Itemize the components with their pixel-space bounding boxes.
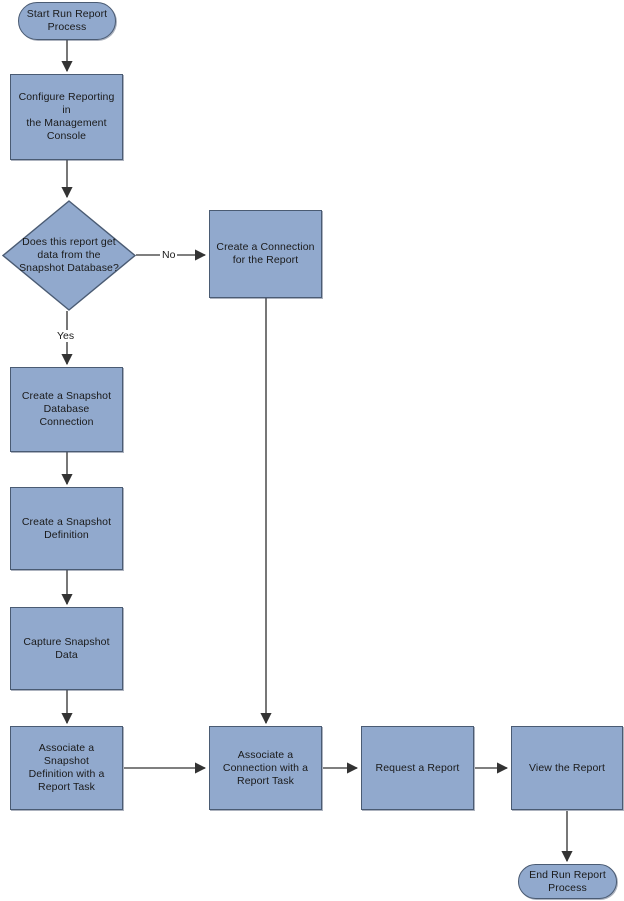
- edge-label-no: No: [160, 249, 178, 261]
- node-associate-connection-with-report-task[interactable]: Associate a Connection with a Report Tas…: [209, 726, 322, 810]
- node-label: Capture Snapshot Data: [23, 635, 110, 661]
- diamond-shape: [2, 200, 136, 311]
- node-create-connection-for-report[interactable]: Create a Connection for the Report: [209, 210, 322, 298]
- node-start-run-report-process[interactable]: Start Run Report Process: [18, 2, 116, 40]
- node-label: Associate a Snapshot Definition with a R…: [28, 742, 105, 793]
- node-request-a-report[interactable]: Request a Report: [361, 726, 474, 810]
- node-label: Configure Reporting in the Management Co…: [18, 91, 115, 142]
- node-label: View the Report: [528, 761, 605, 774]
- node-create-snapshot-definition[interactable]: Create a Snapshot Definition: [10, 487, 123, 570]
- node-label: Start Run Report Process: [26, 8, 108, 33]
- node-create-snapshot-database-connection[interactable]: Create a Snapshot Database Connection: [10, 367, 123, 452]
- node-label: Create a Connection for the Report: [216, 241, 315, 266]
- node-configure-reporting[interactable]: Configure Reporting in the Management Co…: [10, 74, 123, 160]
- edge-label-yes: Yes: [55, 330, 77, 342]
- node-label: Create a Snapshot Definition: [21, 515, 112, 541]
- node-capture-snapshot-data[interactable]: Capture Snapshot Data: [10, 607, 123, 690]
- node-label: End Run Report Process: [529, 868, 606, 894]
- node-label: Associate a Connection with a Report Tas…: [222, 748, 309, 787]
- node-associate-snapshot-definition-with-report-task[interactable]: Associate a Snapshot Definition with a R…: [10, 726, 123, 810]
- node-label: Create a Snapshot Database Connection: [21, 390, 112, 428]
- node-decision-snapshot-database[interactable]: Does this report get data from the Snaps…: [2, 200, 136, 311]
- node-label: Request a Report: [375, 761, 460, 774]
- node-end-run-report-process[interactable]: End Run Report Process: [518, 864, 617, 899]
- node-label: Does this report get data from the Snaps…: [19, 236, 119, 274]
- node-view-the-report[interactable]: View the Report: [511, 726, 623, 810]
